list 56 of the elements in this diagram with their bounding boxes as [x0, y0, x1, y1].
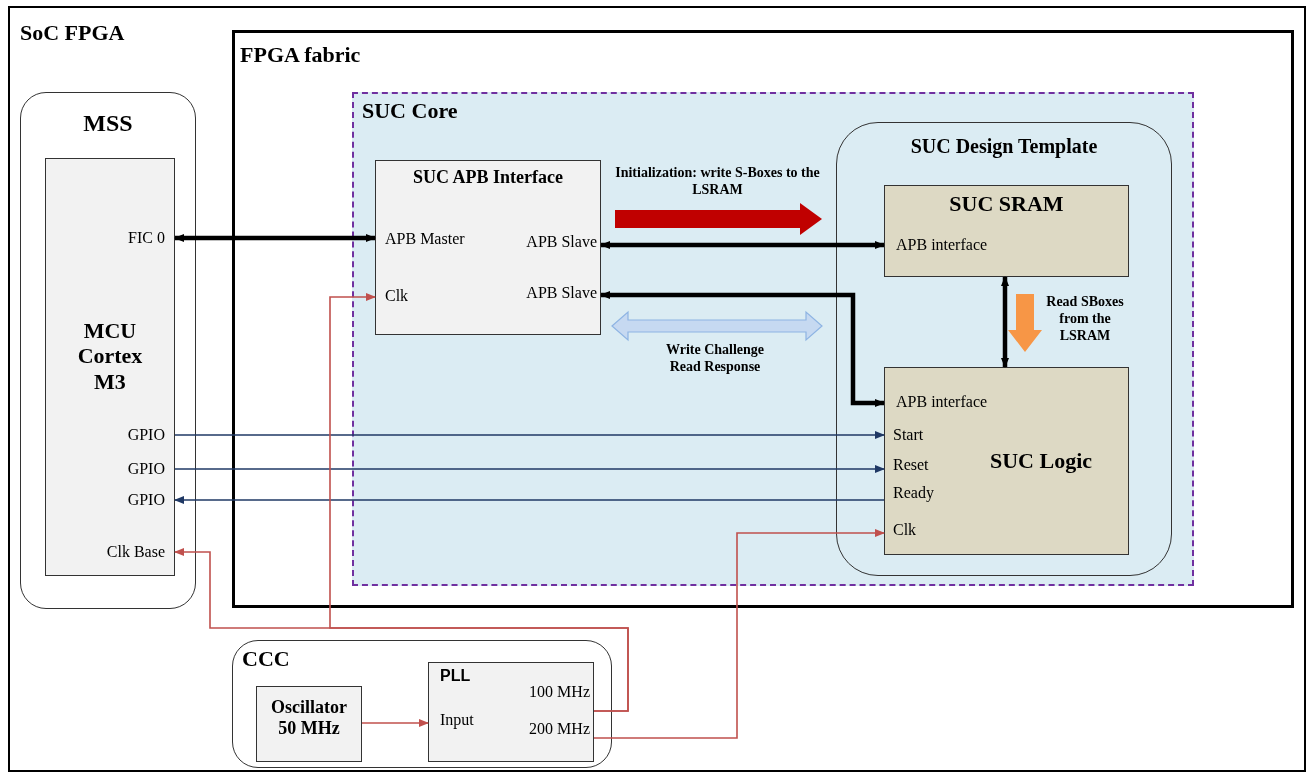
annotation-text: Read SBoxes from the LSRAM [1045, 294, 1125, 345]
connector-arrow [174, 234, 376, 242]
node-title: SUC APB Interface [412, 167, 564, 188]
memory-block [884, 185, 1129, 277]
direction-arrow [1008, 294, 1042, 352]
port-label: Ready [893, 484, 934, 503]
port-label: APB Master [385, 230, 465, 249]
connector-arrow [174, 465, 885, 473]
node-title: FPGA fabric [240, 42, 361, 68]
node-title: MCU Cortex M3 [76, 318, 144, 394]
node-title: MSS [82, 110, 134, 138]
port-label: GPIO [126, 426, 165, 445]
connector-arrow [361, 719, 429, 727]
port-label: Clk [893, 521, 917, 540]
subsystem-container [20, 92, 196, 609]
port-label: 100 MHz [528, 683, 590, 702]
port-label: GPIO [126, 491, 165, 510]
connector-arrow [1001, 276, 1009, 368]
connector-arrow [600, 291, 885, 407]
port-label: APB Slave [525, 233, 597, 252]
port-label: Clk [385, 287, 409, 306]
port-label: Input [440, 711, 474, 730]
connector-arrow [600, 241, 885, 249]
port-label: 200 MHz [528, 720, 590, 739]
port-label: APB Slave [525, 284, 597, 303]
connector-arrow [329, 293, 629, 712]
node-title: SUC Core [362, 98, 458, 124]
port-label: Start [893, 426, 924, 445]
annotation-text: Write Challenge Read Response [664, 342, 766, 376]
core-container [352, 92, 1194, 586]
connector-arrow [174, 496, 885, 504]
port-label: APB interface [896, 393, 988, 412]
node-title: SUC SRAM [948, 191, 1065, 217]
port-label: GPIO [126, 460, 165, 479]
connector-arrow [174, 431, 885, 439]
annotation-text: Initialization: write S-Boxes to the LSRAM [614, 165, 821, 199]
node-title: Oscillator 50 MHz [270, 697, 348, 739]
interface-block [375, 160, 601, 335]
processor-block [45, 158, 175, 576]
pll-block [428, 662, 594, 762]
template-container [836, 122, 1172, 576]
fabric-container [232, 30, 1294, 608]
port-label: FIC 0 [127, 229, 165, 248]
node-title: PLL [440, 667, 471, 686]
clock-container [232, 640, 612, 768]
node-title: SUC Logic [990, 448, 1093, 474]
connector-arrow [593, 529, 885, 739]
logic-block [884, 367, 1129, 555]
oscillator-block [256, 686, 362, 762]
node-title: CCC [242, 646, 290, 672]
port-label: APB interface [896, 236, 988, 255]
port-label: Clk Base [105, 543, 165, 562]
node-title: SUC Design Template [909, 135, 1099, 158]
node-title: SoC FPGA [20, 20, 125, 46]
soc-container [8, 6, 1306, 772]
port-label: Reset [893, 456, 929, 475]
